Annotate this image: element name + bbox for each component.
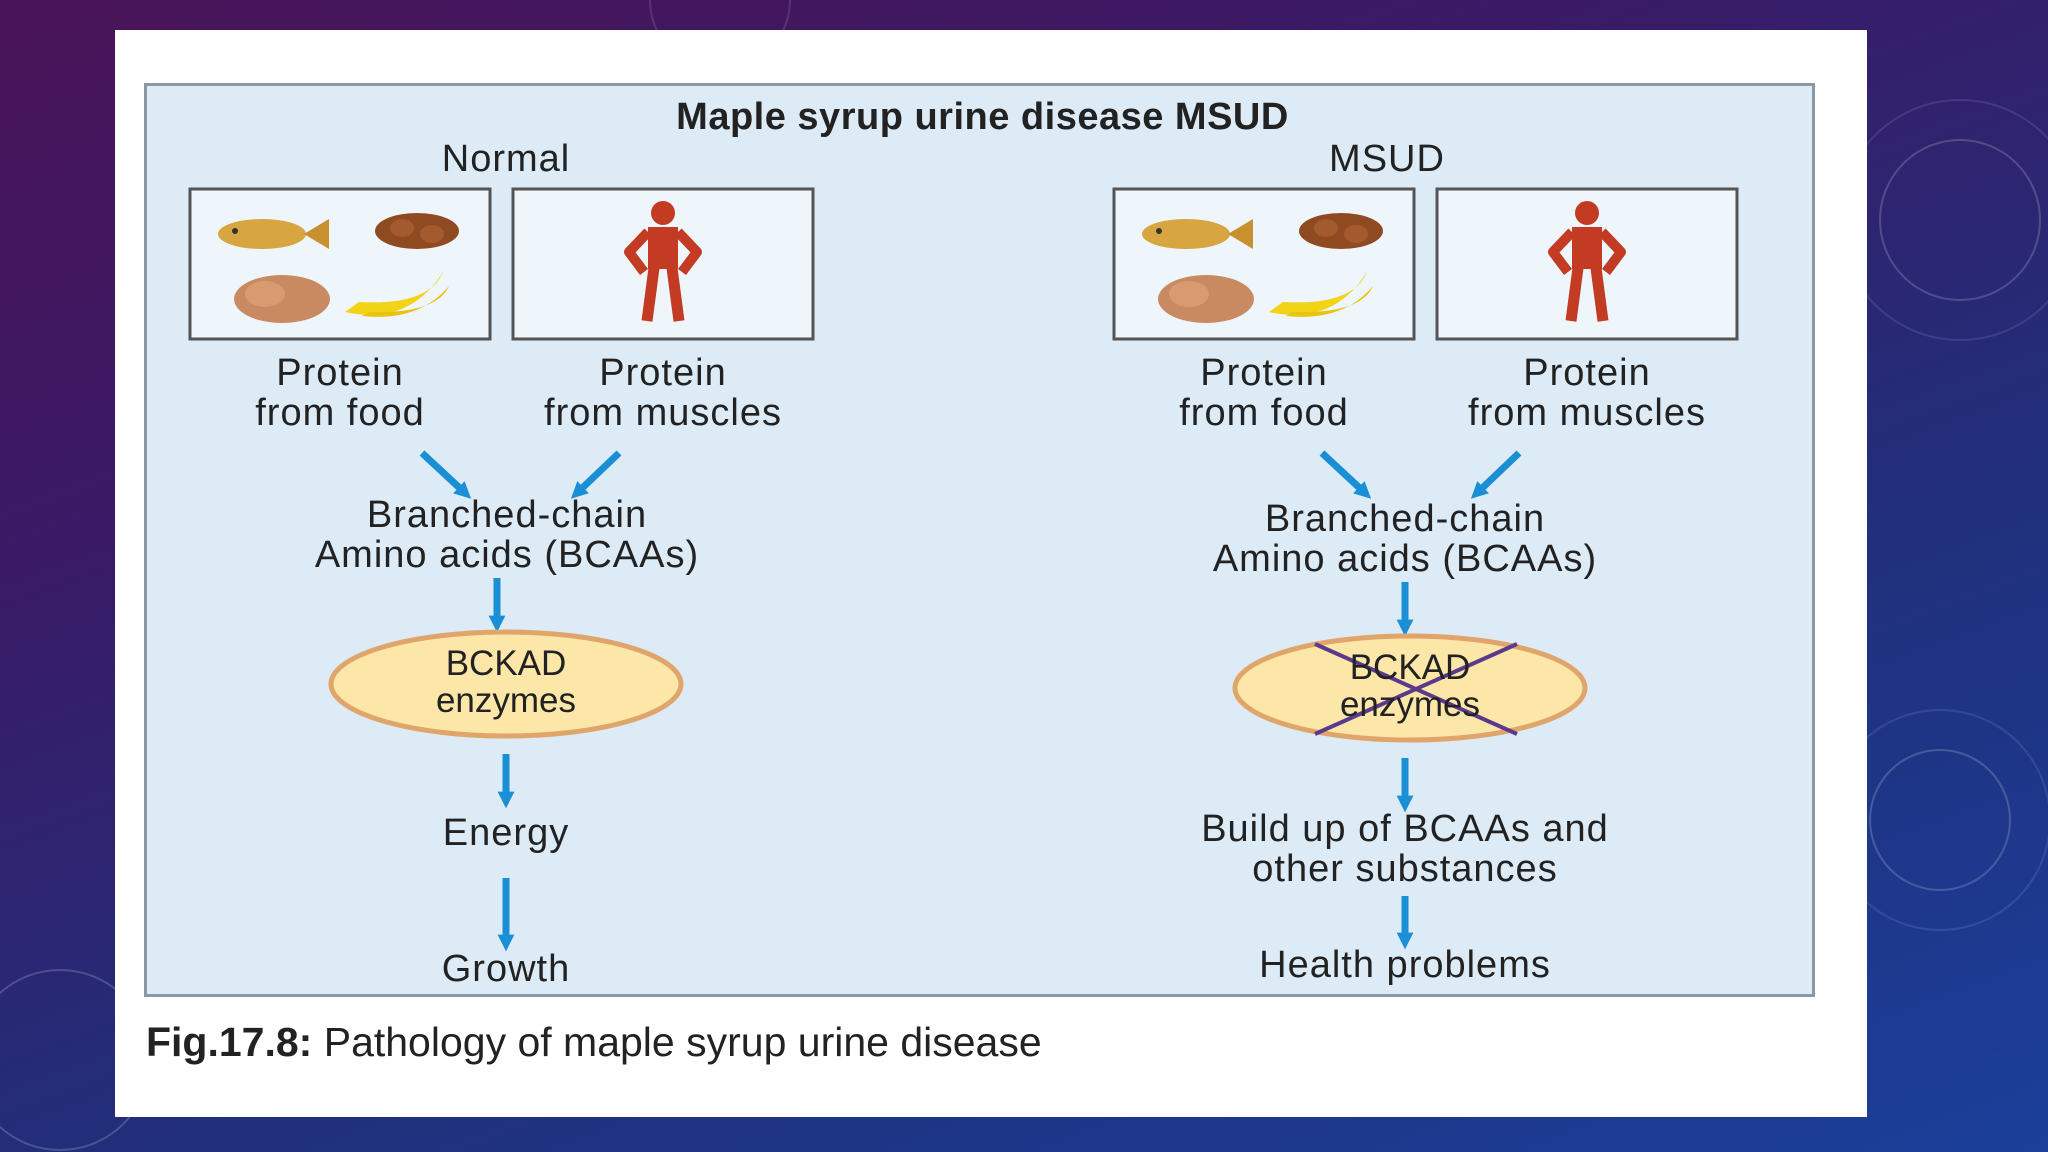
person-icon: [624, 201, 702, 322]
food-box-normal: [188, 187, 492, 341]
column-heading-normal: Normal: [441, 138, 571, 180]
nuts-icon: [1299, 213, 1383, 249]
arrow-icon: [419, 450, 472, 499]
arrow-icon: [570, 450, 622, 499]
fish-icon: [1142, 219, 1253, 249]
figure-caption: Fig.17.8: Pathology of maple syrup urine…: [146, 1019, 1042, 1066]
bcaa-label-msud: Branched-chain Amino acids (BCAAs): [1212, 498, 1598, 580]
potato-icon: [234, 275, 330, 323]
food-label-msud: Protein from food: [1179, 352, 1349, 434]
step2-label-normal: Growth: [441, 948, 571, 990]
blocked-cross-icon: [1314, 642, 1518, 736]
enzyme-ellipse-normal: [328, 629, 684, 739]
caption-text: Pathology of maple syrup urine disease: [312, 1019, 1042, 1065]
person-icon: [1548, 201, 1626, 322]
msud-diagram: Maple syrup urine disease MSUD Normal Pr…: [144, 83, 1815, 997]
slide: Maple syrup urine disease MSUD Normal Pr…: [115, 30, 1867, 1117]
arrow-icon: [1470, 450, 1522, 499]
food-box-msud: [1112, 187, 1416, 341]
column-heading-msud: MSUD: [1329, 138, 1445, 180]
potato-icon: [1158, 275, 1254, 323]
muscle-label-normal: Protein from muscles: [544, 352, 782, 434]
nuts-icon: [375, 213, 459, 249]
enzyme-label-msud: BCKAD enzymes: [1339, 648, 1481, 724]
muscle-label-msud: Protein from muscles: [1468, 352, 1706, 434]
food-label-normal: Protein from food: [255, 352, 425, 434]
step1-label-normal: Energy: [442, 812, 570, 854]
arrow-icon: [1319, 450, 1372, 499]
bcaa-label-normal: Branched-chain Amino acids (BCAAs): [314, 494, 700, 576]
enzyme-label-normal: BCKAD enzymes: [435, 644, 577, 720]
diagram-graphics: [188, 187, 1739, 952]
caption-label: Fig.17.8:: [146, 1019, 313, 1065]
fish-icon: [218, 219, 329, 249]
diagram-title: Maple syrup urine disease MSUD: [676, 96, 1289, 138]
banana-icon: [345, 272, 449, 317]
banana-icon: [1269, 272, 1373, 317]
step1-label-msud: Build up of BCAAs and other substances: [1201, 808, 1609, 890]
step2-label-msud: Health problems: [1259, 944, 1551, 986]
